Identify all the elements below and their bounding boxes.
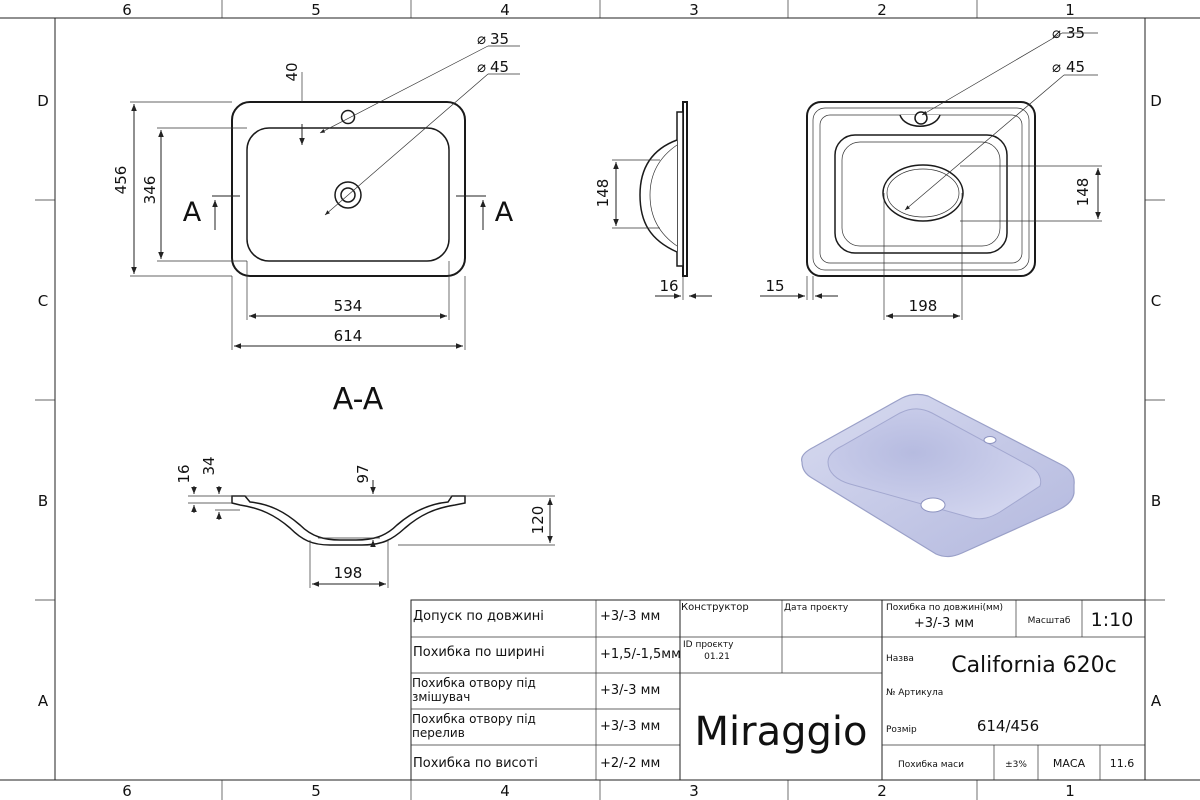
rear-dim-rim: 15: [765, 277, 784, 295]
rear-diameter-symbol-45: ⌀: [1052, 58, 1061, 76]
tol-value-mixer: +3/-3 мм: [600, 683, 660, 698]
section-dim-bottom: 198: [334, 564, 363, 582]
render-drain: [920, 497, 946, 513]
col-label-bottom-6: 6: [122, 782, 132, 800]
rear-view: ⌀ 35 ⌀ 45 148 15 198: [760, 24, 1102, 320]
top-view: 456 346 534 614 40 ⌀ 35 ⌀ 45 A: [112, 30, 520, 350]
faucet-hole: [340, 109, 356, 125]
col-label-top-6: 6: [122, 1, 132, 19]
tol-label-length: Допуск по довжині: [413, 609, 544, 624]
diameter-symbol-35: ⌀: [477, 30, 486, 48]
size-value: 614/456: [977, 717, 1039, 735]
rear-drain: [882, 164, 964, 222]
scale-label: Масштаб: [1028, 616, 1071, 626]
section-view: A-A 16 34 97 120 198: [175, 382, 555, 588]
tol-label-height: Похибка по висоті: [413, 756, 538, 771]
rear-diameter-symbol-35: ⌀: [1052, 24, 1061, 42]
dim-hole-large: 45: [490, 58, 509, 76]
row-label-left-d: D: [37, 92, 49, 110]
rear-faucet-hole: [914, 111, 928, 125]
mass-label: МАСА: [1053, 757, 1086, 770]
section-dim-height: 120: [529, 506, 547, 535]
dim-side-rim: 16: [659, 277, 678, 295]
name-label: Назва: [886, 654, 914, 664]
col-label-top-3: 3: [689, 1, 699, 19]
tol-label-mixer-box: Похибка отвору під змішувач: [412, 676, 536, 704]
length-tol-value: +3/-3 мм: [914, 616, 974, 631]
tol-label-mixer: Похибка отвору під змішувач: [412, 676, 536, 704]
col-label-top-5: 5: [311, 1, 321, 19]
dim-hole-offset: 40: [283, 62, 301, 81]
section-dim-edge: 34: [200, 456, 218, 475]
tol-value-overflow: +3/-3 мм: [600, 719, 660, 734]
dim-outer-width: 614: [334, 327, 363, 345]
date-label: Дата проєкту: [784, 603, 849, 613]
dim-outer-height: 456: [112, 166, 130, 195]
dim-side-bowl-height: 148: [594, 179, 612, 208]
section-dim-depth: 97: [354, 464, 372, 483]
diameter-symbol-45: ⌀: [477, 58, 486, 76]
sink-render: [801, 393, 1075, 558]
col-label-bottom-3: 3: [689, 782, 699, 800]
tol-value-height: +2/-2 мм: [600, 756, 660, 771]
col-label-bottom-2: 2: [877, 782, 887, 800]
designer-label: Конструктор: [681, 602, 749, 613]
col-label-bottom-5: 5: [311, 782, 321, 800]
row-label-left-a: A: [38, 692, 49, 710]
row-label-right-b: B: [1151, 492, 1161, 510]
project-id: 01.21: [704, 652, 730, 662]
rear-dim-drain-width: 198: [909, 297, 938, 315]
tol-label-width: Похибка по ширині: [413, 645, 545, 660]
col-label-top-4: 4: [500, 1, 510, 19]
section-title: A-A: [333, 382, 384, 417]
tol-value-length: +3/-3 мм: [600, 609, 660, 624]
row-label-right-d: D: [1150, 92, 1162, 110]
tol-label-overflow-box: Похибка отвору під перелив: [412, 712, 536, 740]
tol-label-overflow: Похибка отвору під перелив: [412, 712, 536, 740]
size-label: Розмір: [886, 725, 917, 735]
dim-hole-small: 35: [490, 30, 509, 48]
article-label: № Артикула: [886, 688, 943, 698]
scale-value: 1:10: [1091, 609, 1134, 631]
brand-logo: Miraggio: [695, 709, 868, 755]
section-dim-rim: 16: [175, 464, 193, 483]
dim-inner-height: 346: [141, 176, 159, 205]
length-tol-label: Похибка по довжині(мм): [886, 603, 1003, 613]
col-label-bottom-4: 4: [500, 782, 510, 800]
row-label-right-c: C: [1151, 292, 1161, 310]
row-label-right-a: A: [1151, 692, 1162, 710]
rear-dim-hole-large: 45: [1066, 58, 1085, 76]
render-faucet-hole: [983, 436, 997, 444]
row-label-left-c: C: [38, 292, 48, 310]
render-bowl: [827, 408, 1042, 520]
col-label-top-1: 1: [1065, 1, 1075, 19]
product-name: California 620c: [951, 653, 1117, 678]
col-label-bottom-1: 1: [1065, 782, 1075, 800]
mass-tol-value: ±3%: [1005, 760, 1027, 770]
project-id-label: ID проєкту: [683, 640, 734, 650]
row-label-left-b: B: [38, 492, 48, 510]
rear-dim-hole-small: 35: [1066, 24, 1085, 42]
side-view: 148 16: [594, 101, 712, 300]
section-mark-right: A: [495, 197, 514, 228]
col-label-top-2: 2: [877, 1, 887, 19]
mass-tol-label: Похибка маси: [898, 760, 964, 770]
rear-dim-bowl-height: 148: [1074, 178, 1092, 207]
tol-value-width: +1,5/-1,5мм: [600, 647, 681, 662]
dim-inner-width: 534: [334, 297, 363, 315]
mass-value: 11.6: [1110, 757, 1135, 770]
title-block: Допуск по довжині +3/-3 мм Похибка по ши…: [410, 599, 1146, 781]
section-mark-left: A: [183, 197, 202, 228]
